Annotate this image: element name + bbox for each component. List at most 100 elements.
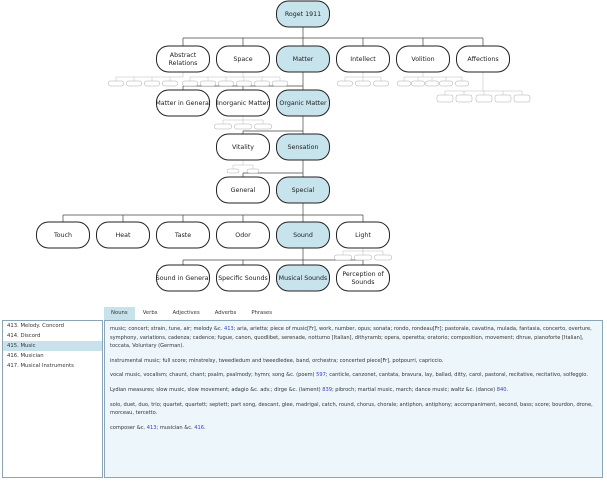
tree-node-roget-1911[interactable]: Roget 1911 xyxy=(276,0,330,28)
tree-collapsed-node[interactable] xyxy=(494,94,512,103)
tree-node-label: Intellect xyxy=(350,56,376,63)
cross-reference-link[interactable]: 597 xyxy=(316,372,326,379)
tree-node-light[interactable]: Light xyxy=(336,221,390,249)
tree-collapsed-node[interactable] xyxy=(439,80,453,87)
tree-node-specific-sounds[interactable]: Specific Sounds xyxy=(216,264,270,292)
tree-node-matter-in-general[interactable]: Matter in General xyxy=(155,89,211,117)
tab-adverbs[interactable]: Adverbs xyxy=(214,310,237,316)
tree-node-volition[interactable]: Volition xyxy=(396,45,450,73)
entry-text: music; concert; strain, tune, air; melod… xyxy=(110,326,224,332)
tree-collapsed-node[interactable] xyxy=(425,80,439,87)
tree-collapsed-node[interactable] xyxy=(455,94,473,103)
tree-collapsed-node[interactable] xyxy=(144,80,160,87)
tree-collapsed-node[interactable] xyxy=(108,80,124,87)
cross-reference-link[interactable]: 413 xyxy=(223,326,234,332)
tree-collapsed-node[interactable] xyxy=(254,80,270,87)
entry-text: ; aria, arietta; piece of music[Fr], wor… xyxy=(110,326,592,350)
part-of-speech-tabs: Nouns Verbs Adjectives Adverbs Phrases xyxy=(104,307,280,320)
tree-node-label: Special xyxy=(292,187,315,194)
tree-collapsed-node[interactable] xyxy=(182,80,198,87)
tree-node-label: Touch xyxy=(53,232,72,239)
tree-collapsed-node[interactable] xyxy=(200,80,216,87)
list-item[interactable]: 416. Musician xyxy=(7,353,44,359)
tree-node-label: Taste xyxy=(174,232,191,239)
entry-paragraph: solo, duet, duo, trio; quartet, quartett… xyxy=(110,401,593,417)
tree-node-sound[interactable]: Sound xyxy=(276,221,330,249)
tree-collapsed-node[interactable] xyxy=(337,80,353,87)
category-list: 413. Melody. Concord 414. Discord 415. M… xyxy=(2,320,103,478)
cross-reference-link[interactable]: 840 xyxy=(496,386,507,393)
tree-collapsed-node[interactable] xyxy=(246,168,260,174)
entry-paragraph: vocal music, vocalism; chaunt, chant; ps… xyxy=(110,371,597,380)
tree-node-special[interactable]: Special xyxy=(276,176,330,204)
list-item[interactable]: 413. Melody. Concord xyxy=(7,323,65,329)
tree-collapsed-node[interactable] xyxy=(373,80,389,87)
tree-collapsed-node[interactable] xyxy=(218,80,234,87)
list-item[interactable]: 415. Music xyxy=(3,341,102,351)
tree-node-sound-in-general[interactable]: Sound in General xyxy=(156,264,211,292)
tree-node-musical-sounds[interactable]: Musical Sounds xyxy=(276,264,330,292)
entry-text: ; musician &c. xyxy=(156,424,195,431)
tree-node-heat[interactable]: Heat xyxy=(96,221,150,249)
entry-paragraph: instrumental music; full score; minstrel… xyxy=(110,357,444,364)
tree-collapsed-node[interactable] xyxy=(272,80,288,87)
tab-verbs[interactable]: Verbs xyxy=(142,310,158,316)
tree-collapsed-node[interactable] xyxy=(234,123,252,130)
tree-collapsed-node[interactable] xyxy=(455,80,469,87)
tree-collapsed-node[interactable] xyxy=(411,80,425,87)
tree-collapsed-node[interactable] xyxy=(162,80,178,87)
tree-collapsed-node[interactable] xyxy=(214,123,232,130)
tree-collapsed-node[interactable] xyxy=(475,94,493,103)
tree-collapsed-node[interactable] xyxy=(397,80,411,87)
tab-adjectives[interactable]: Adjectives xyxy=(172,310,200,316)
tree-collapsed-node[interactable] xyxy=(126,80,142,87)
tree-node-odor[interactable]: Odor xyxy=(216,221,270,249)
tree-node-label: Matter in General xyxy=(155,100,211,107)
tree-collapsed-node[interactable] xyxy=(354,254,372,261)
tree-node-sensation[interactable]: Sensation xyxy=(276,133,330,161)
entry-text: Lydian measures; slow music, slow moveme… xyxy=(110,386,323,393)
tree-collapsed-node[interactable] xyxy=(236,80,252,87)
tree-node-space[interactable]: Space xyxy=(216,45,270,73)
tree-collapsed-node[interactable] xyxy=(254,123,272,130)
tree-node-label: Odor xyxy=(235,232,251,239)
tree-node-label: Sensation xyxy=(287,144,318,151)
tree-collapsed-node[interactable] xyxy=(513,94,531,103)
tree-node-intellect[interactable]: Intellect xyxy=(336,45,390,73)
tree-collapsed-node[interactable] xyxy=(436,94,454,103)
cross-reference-link[interactable]: 839 xyxy=(322,386,332,393)
entry-text: . xyxy=(204,424,206,431)
tab-phrases[interactable]: Phrases xyxy=(251,310,273,316)
tree-node-touch[interactable]: Touch xyxy=(36,221,90,249)
entry-text: ; canticle, canzonet, cantata, bravura, … xyxy=(325,372,588,379)
cross-reference-link[interactable]: 413 xyxy=(146,424,157,431)
tree-node-label: Inorganic Matter xyxy=(217,100,269,107)
tree-node-label: Sound in General xyxy=(156,275,211,282)
tree-node-label: Matter xyxy=(293,56,314,63)
tree-node-label: Specific Sounds xyxy=(218,275,268,282)
tree-collapsed-node[interactable] xyxy=(226,168,240,174)
entry-content: music; concert; strain, tune, air; melod… xyxy=(104,320,603,478)
tree-node-label: Musical Sounds xyxy=(279,275,328,282)
tree-node-inorganic-matter[interactable]: Inorganic Matter xyxy=(216,89,270,117)
tree-node-general[interactable]: General xyxy=(216,176,270,204)
tree-node-organic-matter[interactable]: Organic Matter xyxy=(276,89,330,117)
tree-collapsed-node[interactable] xyxy=(334,254,352,261)
tree-collapsed-node[interactable] xyxy=(374,254,392,261)
tree-node-label: Affections xyxy=(467,56,498,63)
list-item[interactable]: 417. Musical Instruments xyxy=(7,363,74,369)
cross-reference-link[interactable]: 416 xyxy=(194,424,205,431)
tree-node-affections[interactable]: Affections xyxy=(456,45,510,73)
list-item[interactable]: 414. Discord xyxy=(7,333,41,339)
tab-nouns[interactable]: Nouns xyxy=(104,307,135,320)
entry-text: . xyxy=(506,386,509,393)
tree-collapsed-node[interactable] xyxy=(355,80,371,87)
tree-node-taste[interactable]: Taste xyxy=(156,221,210,249)
tree-node-vitality[interactable]: Vitality xyxy=(216,133,270,161)
tree-node-matter[interactable]: Matter xyxy=(276,45,330,73)
